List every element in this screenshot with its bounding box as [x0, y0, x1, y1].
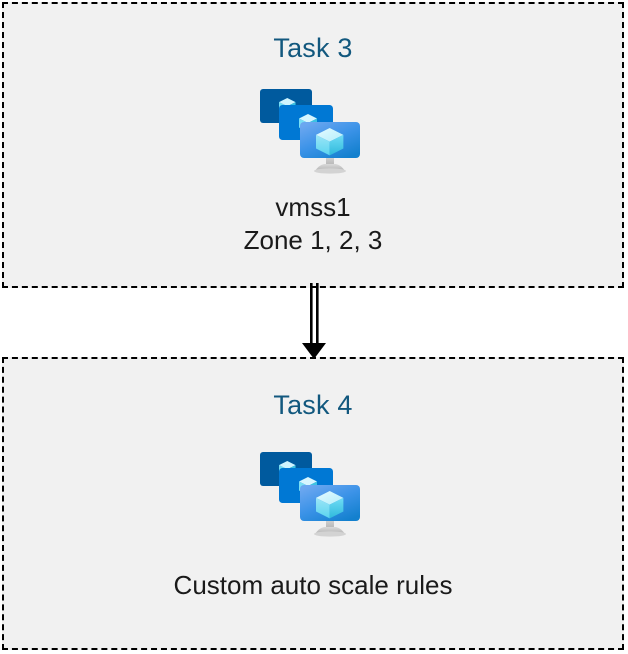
task3-caption-line-1: vmss1: [275, 192, 351, 222]
task-box-task4[interactable]: Task 4: [2, 357, 624, 650]
azure-vm-scale-set-icon: [260, 452, 360, 537]
task3-icon-wrap: [253, 83, 373, 178]
vmss-screen-front: [300, 485, 360, 521]
task3-caption-block: vmss1 Zone 1, 2, 3: [244, 191, 383, 257]
task3-title: Task 3: [273, 33, 353, 63]
vmss-monitor-stand: [314, 518, 346, 537]
azure-vm-scale-set-icon: [260, 89, 360, 174]
task-box-task3[interactable]: Task 3: [2, 2, 624, 288]
vmss-screen-front: [300, 122, 360, 158]
task3-caption-line-2: Zone 1, 2, 3: [243, 225, 383, 255]
double-line-down-arrow-icon: [302, 283, 326, 359]
task4-caption-block: Custom auto scale rules: [174, 569, 453, 602]
task4-icon-wrap: [253, 446, 373, 541]
vmss-monitor-stand: [314, 155, 346, 174]
task4-title: Task 4: [273, 390, 353, 420]
task4-caption-line-1: Custom auto scale rules: [173, 570, 453, 600]
